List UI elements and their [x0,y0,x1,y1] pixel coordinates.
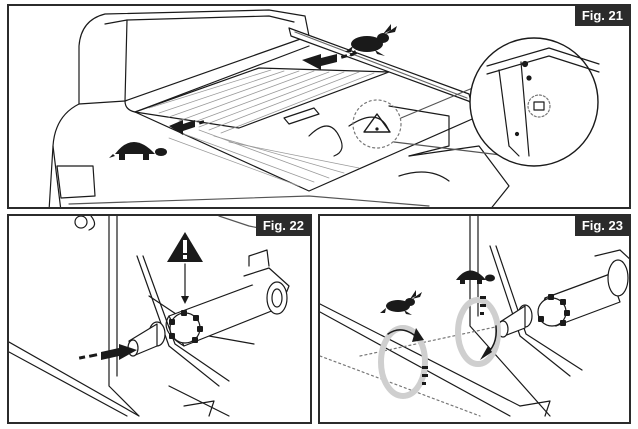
arrow-icon [169,52,355,135]
rabbit-icon [380,290,422,315]
figure-21-panel: Fig. 21 [7,4,631,209]
figure-21-label: Fig. 21 [574,6,629,26]
roller-install-illustration [9,216,290,417]
rotation-arrow-icon [378,297,501,399]
truck-bed-cover-illustration [48,9,600,207]
figure-22-label: Fig. 22 [255,216,310,236]
turtle-icon [109,142,167,160]
figure-23-panel: Fig. 23 [318,214,631,424]
turtle-icon [456,270,495,284]
figure-22-panel: Fig. 22 [7,214,312,424]
figure-23-label: Fig. 23 [574,216,629,236]
warning-icon [167,232,203,262]
arrow-icon [78,344,137,360]
rabbit-icon [345,24,397,56]
roller-rotation-illustration [320,216,629,417]
